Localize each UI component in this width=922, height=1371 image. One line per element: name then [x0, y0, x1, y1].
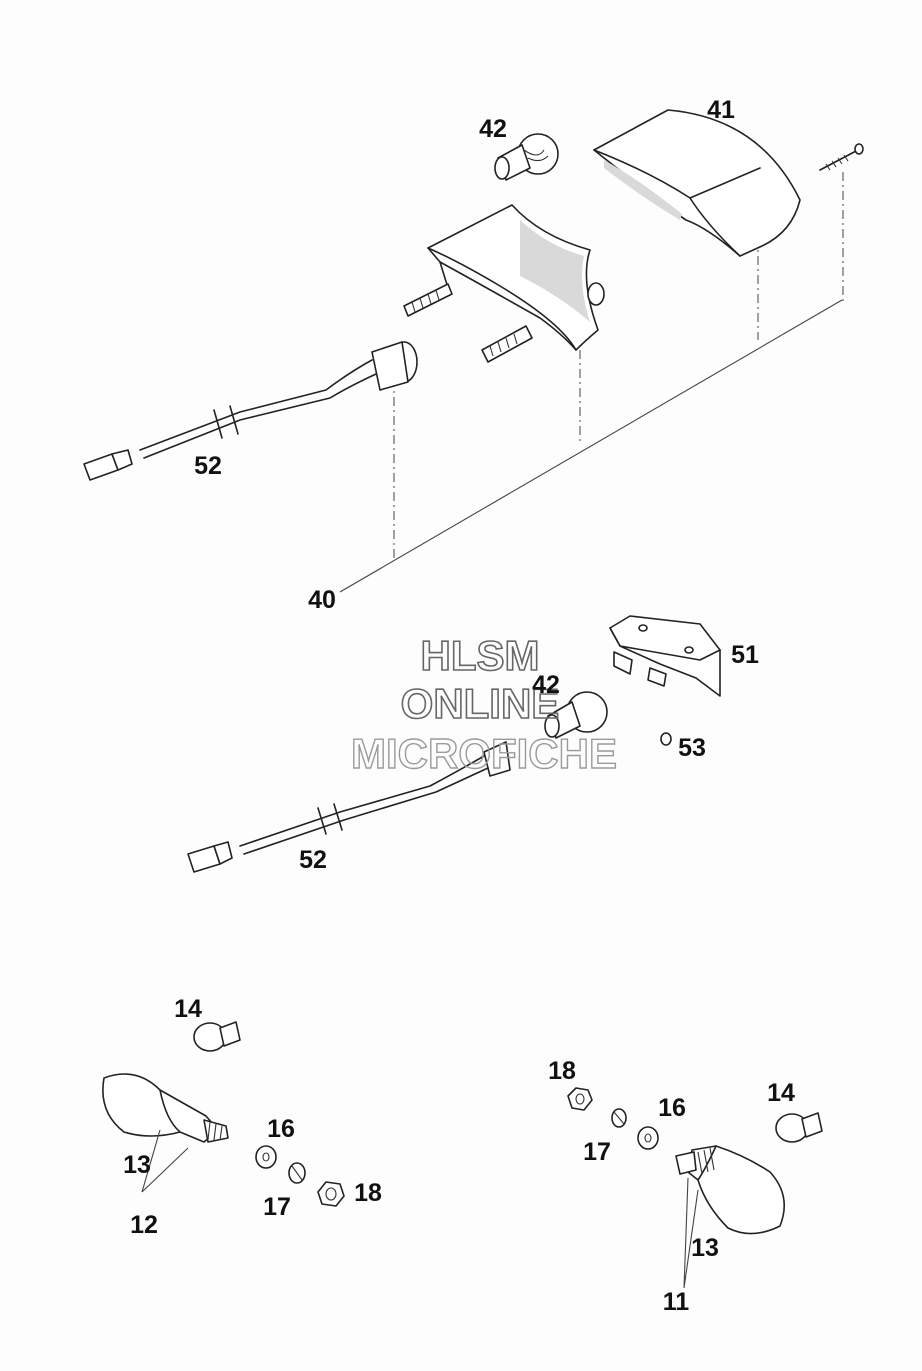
watermark: HLSM ONLINE MICROFICHE — [350, 631, 617, 778]
plate-light-screw — [660, 732, 672, 746]
label-52-top: 52 — [194, 452, 222, 480]
lock-washer-right — [611, 1108, 627, 1128]
label-13-right: 13 — [691, 1234, 719, 1262]
watermark-line2: ONLINE — [401, 680, 560, 727]
label-52-mid: 52 — [299, 846, 327, 874]
label-41: 41 — [707, 96, 735, 124]
label-16-right: 16 — [658, 1094, 686, 1122]
washer-left — [255, 1145, 277, 1169]
part-labels: 40 41 42 42 51 52 52 53 14 13 12 16 17 1… — [123, 96, 795, 1316]
washer-right — [637, 1126, 659, 1150]
watermark-line3: MICROFICHE — [351, 730, 617, 777]
wiring-harness-middle — [187, 741, 511, 873]
label-11: 11 — [663, 1288, 690, 1316]
indicator-lens-right — [675, 1145, 786, 1235]
leader-12 — [141, 1129, 189, 1193]
lens-screw — [819, 143, 864, 171]
label-42-mid: 42 — [532, 671, 560, 699]
label-42-top: 42 — [479, 115, 507, 143]
nut-right — [567, 1087, 593, 1111]
left-turn-signal — [102, 1021, 345, 1207]
label-14-left: 14 — [174, 995, 202, 1023]
label-17-right: 17 — [583, 1138, 611, 1166]
plate-light-bracket — [609, 615, 721, 697]
label-18-right: 18 — [548, 1057, 576, 1085]
label-51: 51 — [731, 641, 759, 669]
label-14-right: 14 — [767, 1079, 795, 1107]
tail-light-housing — [403, 204, 605, 363]
indicator-lens-left — [102, 1073, 229, 1143]
label-18-left: 18 — [354, 1179, 382, 1207]
bulb-middle — [544, 691, 608, 739]
label-12: 12 — [130, 1211, 158, 1239]
bulb-right — [775, 1112, 823, 1143]
label-17-left: 17 — [263, 1193, 291, 1221]
leader-11 — [683, 1177, 699, 1289]
label-40: 40 — [308, 586, 336, 614]
nut-left — [317, 1181, 345, 1207]
bulb-top — [494, 133, 559, 181]
label-53: 53 — [678, 734, 706, 762]
tail-light-lens — [593, 109, 801, 257]
wiring-harness-top — [83, 341, 418, 481]
lock-washer-left — [288, 1162, 306, 1184]
watermark-line1: HLSM — [421, 632, 540, 679]
label-16-left: 16 — [267, 1115, 295, 1143]
plate-light-assembly — [187, 615, 721, 873]
tail-light-assembly — [83, 109, 864, 593]
bulb-left — [193, 1021, 241, 1052]
label-13-left: 13 — [123, 1151, 151, 1179]
assembly-line-40 — [339, 299, 843, 593]
right-turn-signal — [567, 1087, 823, 1289]
